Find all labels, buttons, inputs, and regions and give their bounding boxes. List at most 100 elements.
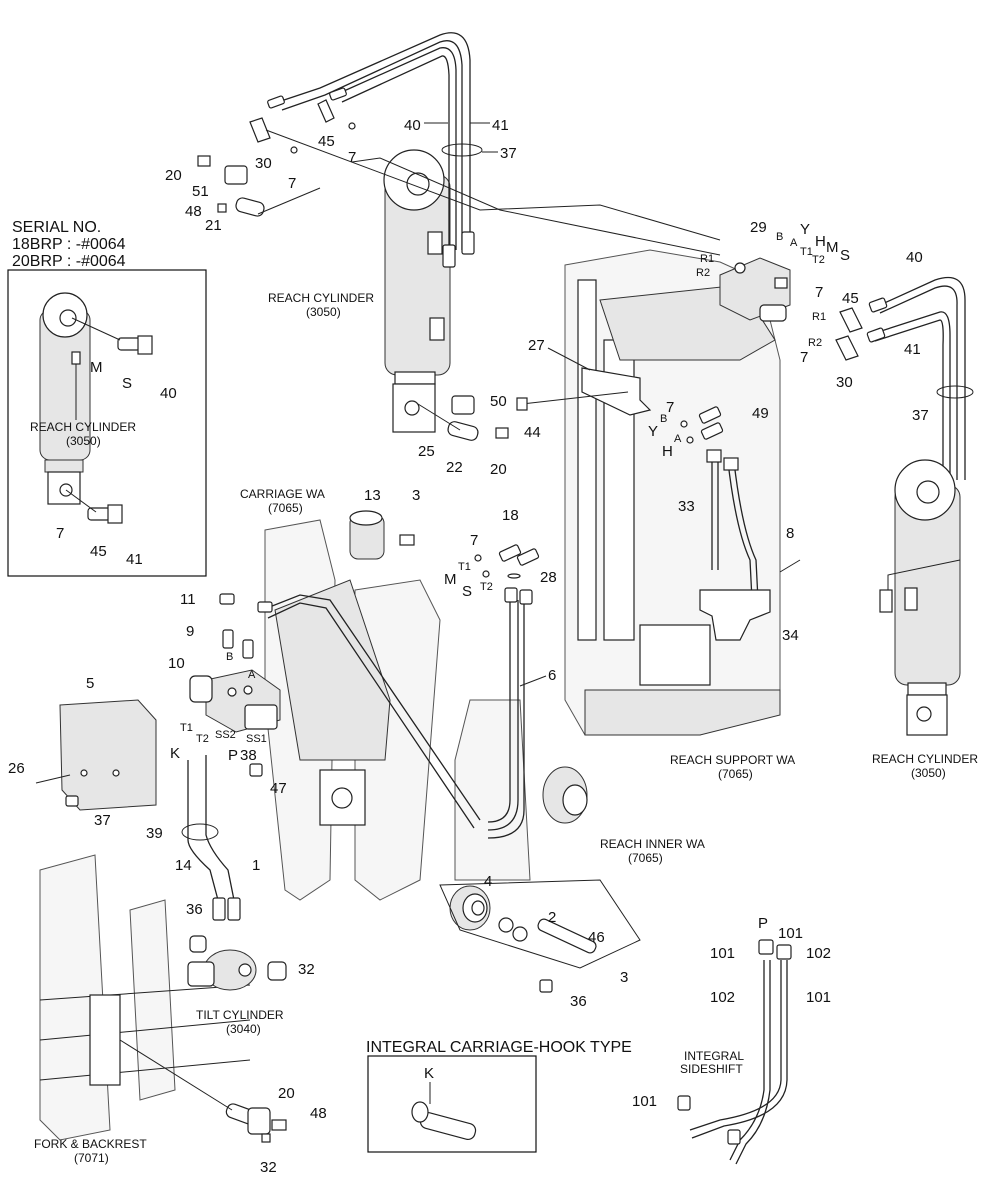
callout-15: 6	[548, 667, 556, 684]
reach-support-frame-drawing	[564, 249, 781, 736]
callout-48-top: 48	[185, 203, 202, 220]
port-r1-right: R1	[812, 311, 826, 323]
callout-46: 3	[620, 969, 628, 986]
callout-20-inset: 40	[160, 385, 177, 402]
elbow-30	[249, 117, 271, 143]
callout-5: K	[170, 745, 180, 762]
port-r2: R2	[696, 267, 710, 279]
reach-inner-code: (7065)	[628, 851, 663, 865]
reach-cylinder-top-drawing	[383, 149, 451, 433]
callout-4: 2	[548, 909, 556, 926]
callout-25-top: 25	[418, 443, 435, 460]
callout-3-top: 3	[412, 487, 420, 504]
callout-49: 49	[752, 405, 769, 422]
hoses-39-14	[181, 755, 241, 921]
port-t2: T2	[812, 254, 825, 266]
serial-line-2: 20BRP : -#0064	[12, 253, 126, 270]
fittings-49	[680, 406, 724, 444]
port-r2-right: R2	[808, 337, 822, 349]
port-b-mid: B	[660, 413, 667, 425]
callout-27: 27	[528, 337, 545, 354]
callout-k-1: P	[228, 747, 238, 764]
callout-h-2: H	[662, 443, 673, 460]
carriage-frame-drawing	[264, 519, 588, 901]
tilt-cylinder-label: TILT CYLINDER	[196, 1008, 284, 1022]
callout-22-inset: S	[122, 375, 132, 392]
callout-22b-inset: 45	[90, 543, 107, 560]
callout-11: 11	[180, 591, 196, 608]
tilt-cylinder-code: (3040)	[226, 1022, 261, 1036]
callout-26-inset: 41	[126, 551, 143, 568]
callout-7-top-a: 7	[348, 149, 356, 166]
callout-50: 50	[490, 393, 507, 410]
callout-10: 5	[86, 675, 94, 692]
bolt-3-bottom	[539, 979, 553, 993]
reach-cylinder-top-label: REACH CYLINDER	[268, 291, 374, 305]
elbow-45-right	[839, 307, 863, 333]
callout-3-bottom: 36	[570, 993, 587, 1010]
sideshift-hoses	[677, 939, 792, 1165]
hoses-15	[257, 587, 533, 839]
callout-21-top: 21	[205, 217, 222, 234]
valve-block-6	[189, 669, 281, 733]
hook-type-frame	[367, 1055, 537, 1153]
callout-22-top: 22	[446, 459, 463, 476]
callout-41-top: 41	[492, 117, 509, 134]
callout-y-2: Y	[648, 423, 658, 440]
callout-37-top: 37	[500, 145, 517, 162]
fittings-9	[219, 593, 254, 659]
hoses-33	[706, 449, 759, 601]
callout-37-carriage: 39	[146, 825, 163, 842]
callout-101-b: 102	[806, 945, 831, 962]
callout-p-2: 101	[778, 925, 803, 942]
reach-cylinder-top-code: (3050)	[306, 305, 341, 319]
callout-45-right: 45	[842, 290, 859, 307]
reach-support-code: (7065)	[718, 767, 753, 781]
callout-20-top: 20	[165, 167, 182, 184]
pulley-1	[449, 885, 491, 931]
callout-9: 9	[186, 623, 194, 640]
callout-38: 47	[270, 780, 287, 797]
callout-101-c: 101	[632, 1093, 657, 1110]
hose-40-41-top	[267, 32, 475, 268]
serial-line-1: 18BRP : -#0064	[12, 236, 126, 253]
callout-41-right: 41	[904, 341, 921, 358]
callout-7-top-b: 7	[288, 175, 296, 192]
callout-28: 28	[540, 569, 557, 586]
callout-20-bottom: 48	[310, 1105, 327, 1122]
callout-40-right: 40	[906, 249, 923, 266]
valve-block-29	[719, 257, 791, 322]
callout-32-hook: K	[424, 1065, 434, 1082]
callout-29: 29	[750, 219, 767, 236]
fork-backrest-drawing	[39, 854, 251, 1141]
callout-102-b: 101	[806, 989, 831, 1006]
hook-type-pin-drawing	[411, 1082, 477, 1141]
bracket-34	[699, 589, 771, 641]
inset-cylinder-code: (3050)	[66, 434, 101, 448]
callout-y-1: Y	[800, 221, 810, 238]
sideshift-label-2: SIDESHIFT	[680, 1062, 743, 1076]
callout-7-mid: 7	[666, 399, 674, 416]
callout-101-a: 101	[710, 945, 735, 962]
callout-s-1: S	[840, 247, 850, 264]
port-t1-valve: T1	[180, 722, 193, 734]
bracket-27	[581, 367, 652, 416]
callout-13: 13	[364, 487, 381, 504]
callout-36-a: 36	[186, 901, 203, 918]
hook-type-title: INTEGRAL CARRIAGE-HOOK TYPE	[366, 1039, 632, 1056]
callout-45-top: 45	[318, 133, 335, 150]
bolt-8	[779, 559, 801, 573]
port-a: A	[790, 237, 798, 249]
callout-8: 8	[786, 525, 794, 542]
port-a-valve: A	[248, 669, 256, 681]
callout-m-2: M	[444, 571, 457, 588]
bushing-4a	[498, 917, 514, 933]
reach-support-label: REACH SUPPORT WA	[670, 753, 795, 767]
port-b: B	[776, 231, 783, 243]
callout-7-carriage: 7	[470, 532, 478, 549]
callout-32-bottom: 20	[278, 1085, 295, 1102]
callout-k-2: P	[758, 915, 768, 932]
callout-40-top: 40	[404, 117, 421, 134]
callout-30-top: 30	[255, 155, 272, 172]
port-ss1: SS1	[246, 733, 267, 745]
